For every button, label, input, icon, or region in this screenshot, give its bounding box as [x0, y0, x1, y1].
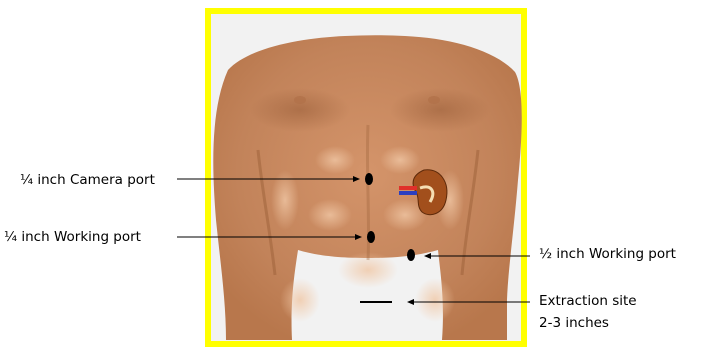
abs-highlight [380, 146, 420, 174]
left-working-port-marker [367, 231, 375, 243]
abs-highlight [308, 199, 352, 231]
camera-port-label: ¼ inch Camera port [20, 172, 155, 189]
renal-vein [399, 191, 417, 195]
abs-highlight [315, 146, 355, 174]
camera-port-marker [365, 173, 373, 185]
left-nipple [294, 96, 306, 104]
abs-highlight [415, 278, 455, 322]
right-working-port-label: ½ inch Working port [539, 246, 676, 263]
right-nipple [428, 96, 440, 104]
extraction-site-label: Extraction site [539, 293, 637, 310]
left-working-port-label: ¼ inch Working port [4, 229, 141, 246]
extraction-size-label: 2-3 inches [539, 315, 609, 332]
right-working-port-marker [407, 249, 415, 261]
left-pectoral-shade [250, 88, 350, 132]
abs-highlight [280, 278, 320, 322]
right-pectoral-shade [390, 88, 490, 132]
renal-artery [399, 186, 417, 190]
